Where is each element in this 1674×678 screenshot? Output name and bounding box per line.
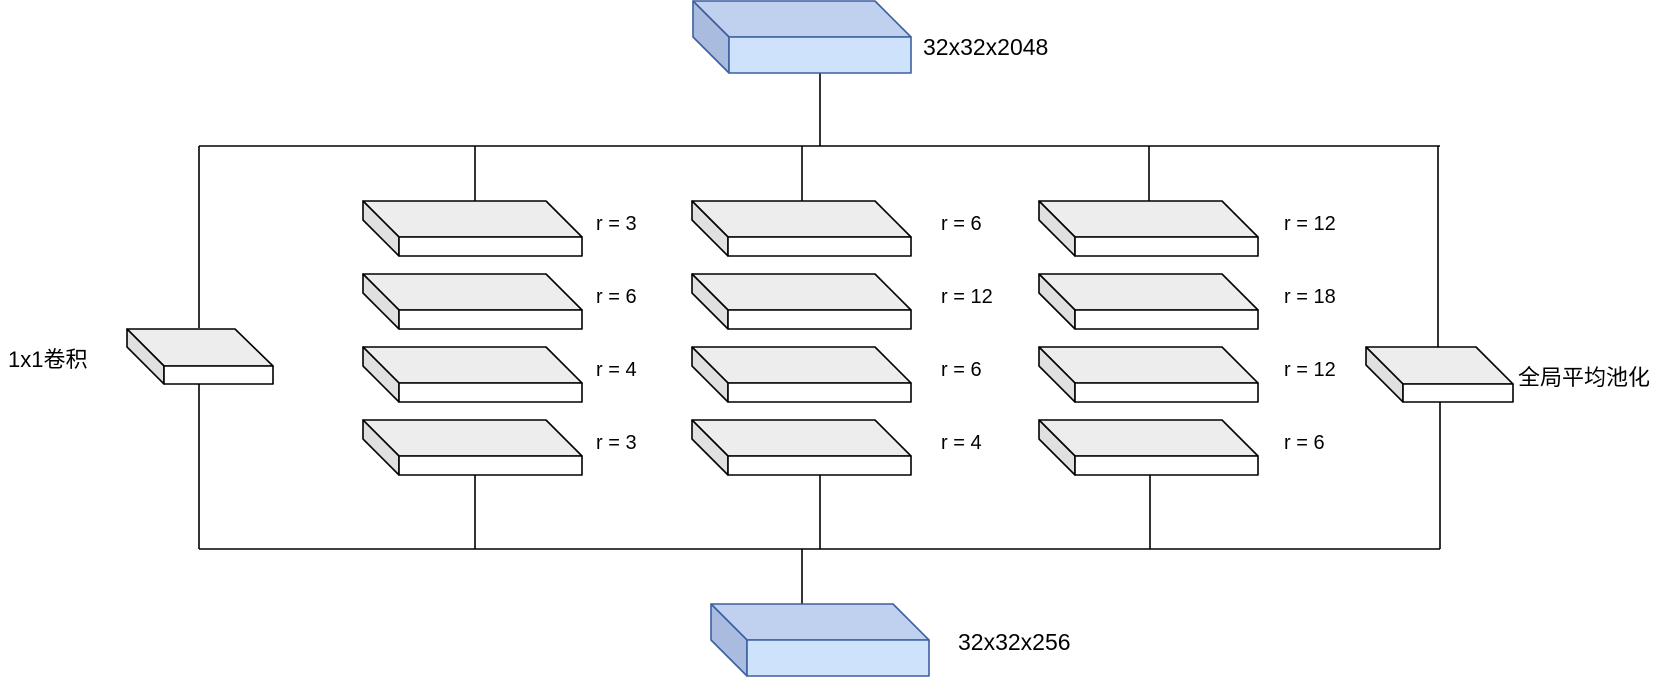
input-tensor-block xyxy=(692,0,912,74)
atrous-conv-block xyxy=(1038,273,1259,330)
branch-3: r = 12 r = 18 r = 12 r = 6 xyxy=(1038,200,1336,476)
dilation-rate-label: r = 12 xyxy=(1284,213,1336,235)
conv1x1-block xyxy=(126,328,274,385)
dilation-rate-label: r = 6 xyxy=(941,359,982,381)
output-tensor-front xyxy=(746,639,930,677)
atrous-conv-top xyxy=(1038,200,1259,238)
atrous-conv-block xyxy=(1038,200,1259,257)
atrous-conv-block xyxy=(1038,419,1259,476)
atrous-conv-block xyxy=(1038,346,1259,403)
atrous-conv-block xyxy=(362,273,583,330)
atrous-conv-top xyxy=(1038,419,1259,457)
dilation-rate-label: r = 18 xyxy=(1284,286,1336,308)
atrous-conv-front xyxy=(398,455,583,476)
atrous-conv-front xyxy=(727,455,912,476)
atrous-branches: r = 3r = 6r = 4r = 3r = 6r = 12r = 6r = … xyxy=(362,200,1336,476)
input-tensor-label: 32x32x2048 xyxy=(923,34,1048,60)
atrous-conv-front xyxy=(727,309,912,330)
branch-2: r = 6 r = 12 r = 6 r = 4 xyxy=(691,200,993,476)
conv1x1-front xyxy=(163,365,274,385)
atrous-conv-top xyxy=(691,273,912,311)
atrous-conv-top xyxy=(362,273,583,311)
dilation-rate-label: r = 6 xyxy=(941,213,982,235)
input-tensor-top xyxy=(692,0,912,38)
dilation-rate-label: r = 4 xyxy=(596,359,637,381)
output-tensor-block xyxy=(710,603,930,677)
atrous-conv-top xyxy=(691,346,912,384)
atrous-conv-front xyxy=(727,236,912,257)
atrous-conv-block xyxy=(691,346,912,403)
output-tensor-label: 32x32x256 xyxy=(958,629,1071,655)
atrous-conv-front xyxy=(398,382,583,403)
atrous-conv-top xyxy=(362,419,583,457)
atrous-conv-front xyxy=(1074,309,1259,330)
atrous-conv-block xyxy=(362,200,583,257)
atrous-conv-block xyxy=(691,273,912,330)
atrous-conv-front xyxy=(398,236,583,257)
atrous-conv-top xyxy=(362,346,583,384)
input-tensor-front xyxy=(728,36,912,74)
connector-lines xyxy=(198,73,1441,604)
global-pool-front xyxy=(1402,383,1514,403)
atrous-conv-top xyxy=(362,200,583,238)
conv1x1-label: 1x1卷积 xyxy=(8,347,87,372)
atrous-conv-top xyxy=(1038,346,1259,384)
atrous-conv-top xyxy=(691,419,912,457)
branch-1: r = 3 r = 6 r = 4 r = 3 xyxy=(362,200,637,476)
atrous-conv-front xyxy=(398,309,583,330)
atrous-conv-top xyxy=(691,200,912,238)
atrous-conv-top xyxy=(1038,273,1259,311)
atrous-conv-block xyxy=(362,346,583,403)
global-pool-block xyxy=(1365,346,1514,403)
dilation-rate-label: r = 3 xyxy=(596,432,637,454)
output-tensor-top xyxy=(710,603,930,641)
atrous-conv-front xyxy=(1074,382,1259,403)
atrous-conv-block xyxy=(691,419,912,476)
dilation-rate-label: r = 4 xyxy=(941,432,982,454)
dilation-rate-label: r = 12 xyxy=(1284,359,1336,381)
dilation-rate-label: r = 12 xyxy=(941,286,993,308)
atrous-conv-front xyxy=(1074,236,1259,257)
atrous-conv-block xyxy=(691,200,912,257)
global-pool-label: 全局平均池化 xyxy=(1518,365,1650,390)
atrous-conv-front xyxy=(727,382,912,403)
dilation-rate-label: r = 3 xyxy=(596,213,637,235)
dilation-rate-label: r = 6 xyxy=(1284,432,1325,454)
atrous-conv-front xyxy=(1074,455,1259,476)
dilation-rate-label: r = 6 xyxy=(596,286,637,308)
atrous-conv-block xyxy=(362,419,583,476)
